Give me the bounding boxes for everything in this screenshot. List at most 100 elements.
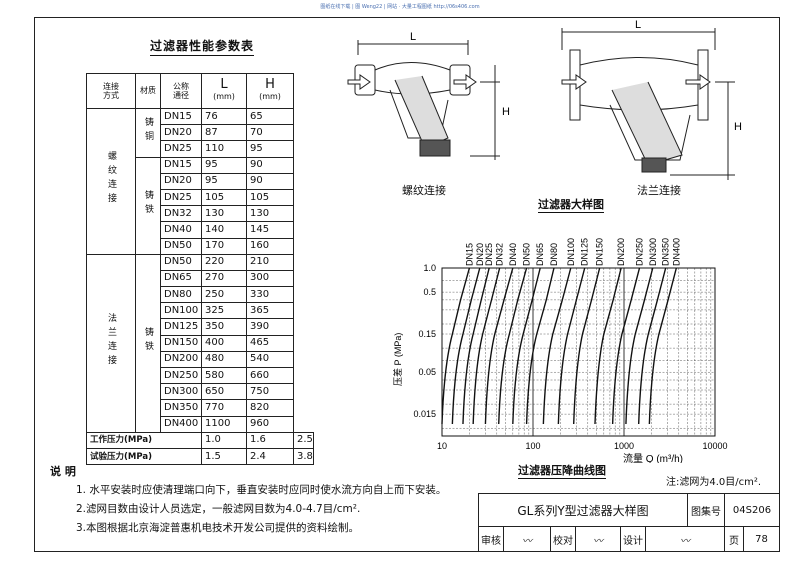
nominal-dn: DN100 [160, 302, 202, 320]
nominal-dn: DN32 [160, 205, 202, 223]
series-label-dn25: DN25 [484, 243, 494, 266]
nominal-dn: DN40 [160, 221, 202, 239]
plot-frame [441, 267, 716, 437]
flange-label: 法兰连接 [637, 184, 681, 197]
value-L: 1100 [201, 415, 247, 433]
page-number: 78 [743, 526, 780, 552]
value-L: 140 [201, 221, 247, 239]
col-H: H(mm) [246, 73, 294, 109]
series-line-dn40 [484, 267, 514, 425]
conn-type: 法兰连接 [86, 253, 136, 433]
value-L: 76 [201, 107, 247, 126]
thread-filter-drawing [347, 40, 500, 160]
pressure-value: 2.4 [246, 447, 294, 466]
value-L: 95 [201, 156, 247, 174]
value-L: 95 [201, 172, 247, 190]
pressure-value: 3.8 [293, 447, 314, 466]
nominal-dn: DN20 [160, 124, 202, 142]
nominal-dn: DN15 [160, 156, 202, 174]
series-label-dn80: DN80 [549, 243, 559, 266]
series-label-dn200: DN200 [616, 238, 626, 266]
nominal-dn: DN400 [160, 415, 202, 433]
note-item-1: 1. 水平安装时应使清理端口向下，垂直安装时应同时使水流方向自上而下安装。 [76, 484, 447, 496]
series-line-dn300 [625, 267, 654, 425]
thread-label: 螺纹连接 [402, 184, 446, 197]
nominal-dn: DN80 [160, 286, 202, 304]
series-line-dn125 [557, 267, 586, 425]
series-line-dn350 [637, 267, 667, 425]
value-L: 170 [201, 237, 247, 255]
value-H: 90 [246, 156, 294, 174]
flange-filter-drawing [561, 28, 735, 180]
series-line-dn65 [512, 267, 541, 425]
y-tick-label: 0.5 [423, 287, 436, 297]
drawing-frame [34, 17, 780, 552]
x-axis-label: 流量 Q (m³/h) [623, 452, 683, 463]
check-label: 校对 [550, 526, 576, 552]
col-nominal: 公称通径 [160, 73, 202, 109]
review-signature: 〰 [503, 526, 551, 552]
nominal-dn: DN15 [160, 107, 202, 126]
value-L: 770 [201, 399, 247, 417]
title-block: GL系列Y型过滤器大样图 图集号 04S206 审核 〰 校对 〰 设计 〰 页… [478, 493, 780, 552]
x-tick-label: 10 [437, 441, 447, 451]
nominal-dn: DN250 [160, 366, 202, 385]
series-line-dn15 [441, 267, 471, 425]
thread-dim-L: L [410, 31, 416, 43]
material: 铸铜 [135, 108, 161, 158]
value-H: 210 [246, 253, 294, 271]
series-label-dn32: DN32 [495, 243, 505, 266]
series-line-dn20 [451, 267, 481, 425]
chart-title: 过滤器压降曲线图 [518, 464, 606, 479]
series-label-dn150: DN150 [595, 238, 605, 266]
value-H: 105 [246, 188, 294, 207]
nominal-dn: DN300 [160, 383, 202, 401]
chart-note: 注:滤网为4.0目/cm². [666, 477, 762, 488]
drawing-title: 过滤器大样图 [538, 198, 604, 213]
value-H: 465 [246, 334, 294, 352]
value-L: 650 [201, 383, 247, 401]
value-H: 300 [246, 269, 294, 288]
series-line-dn50 [498, 267, 528, 425]
value-L: 110 [201, 140, 247, 158]
series-label-dn400: DN400 [671, 238, 681, 266]
col-conn: 连接方式 [86, 73, 136, 109]
value-H: 660 [246, 366, 294, 385]
value-H: 130 [246, 205, 294, 223]
value-H: 390 [246, 318, 294, 336]
series-label-dn50: DN50 [522, 243, 532, 266]
value-H: 145 [246, 221, 294, 239]
series-label-dn65: DN65 [535, 243, 545, 266]
y-tick-label: 0.15 [418, 329, 436, 339]
value-L: 400 [201, 334, 247, 352]
x-tick-label: 1000 [614, 441, 634, 451]
nominal-dn: DN150 [160, 334, 202, 352]
series-label-dn125: DN125 [580, 238, 590, 266]
value-L: 250 [201, 286, 247, 304]
filter-drawings: L H L H [347, 20, 742, 180]
series-label-dn350: DN350 [661, 238, 671, 266]
series-line-dn100 [542, 267, 572, 425]
design-signature: 〰 [645, 526, 725, 552]
nominal-dn: DN50 [160, 237, 202, 255]
value-L: 87 [201, 124, 247, 142]
value-H: 960 [246, 415, 294, 433]
value-H: 160 [246, 237, 294, 255]
nominal-dn: DN350 [160, 399, 202, 417]
nominal-dn: DN25 [160, 140, 202, 158]
series-label-dn100: DN100 [566, 238, 576, 266]
value-H: 540 [246, 350, 294, 369]
check-signature: 〰 [575, 526, 621, 552]
page-label: 页 [724, 526, 744, 552]
value-H: 750 [246, 383, 294, 401]
series-line-dn32 [472, 267, 501, 425]
